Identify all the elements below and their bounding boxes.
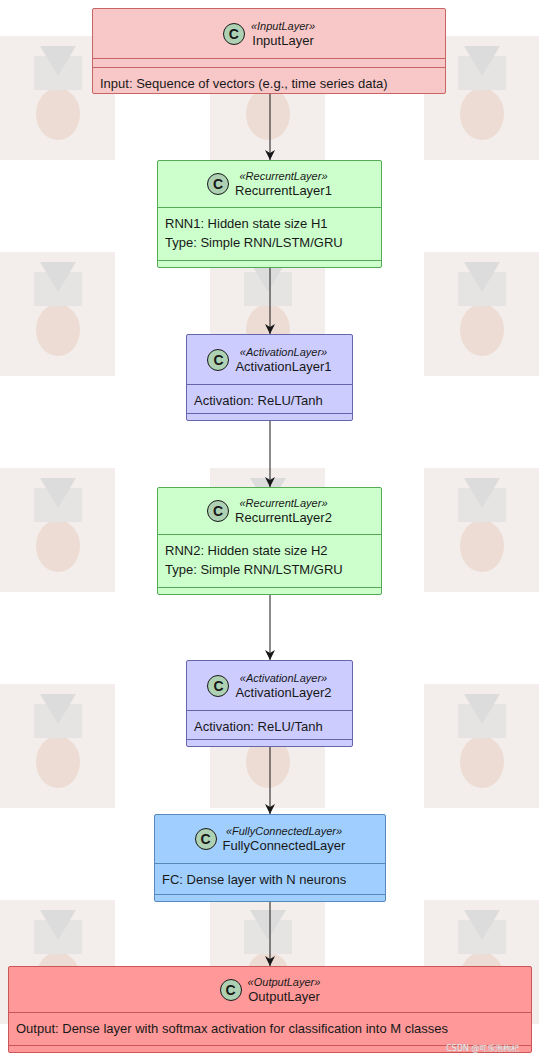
recurrent-layer-box: C «RecurrentLayer»RecurrentLayer1RNN1: Hi… [157, 160, 382, 268]
class-header: C «ActivationLayer»ActivationLayer2 [187, 661, 352, 710]
flow-arrow [270, 94, 271, 160]
class-icon: C [207, 675, 229, 697]
class-icon: C [195, 828, 217, 850]
class-section [158, 587, 381, 596]
stereotype: «RecurrentLayer» [239, 496, 327, 510]
class-section [187, 413, 352, 422]
stereotype: «InputLayer» [251, 19, 315, 33]
stereotype: «RecurrentLayer» [239, 169, 327, 183]
class-icon: C [207, 349, 229, 371]
class-attribute: FC: Dense layer with N neurons [162, 870, 385, 889]
fully-connected-box: C «FullyConnectedLayer»FullyConnectedLaye… [154, 814, 386, 902]
class-name: RecurrentLayer1 [235, 183, 332, 199]
class-section [187, 739, 352, 748]
class-section [155, 894, 385, 903]
stereotype: «OutputLayer» [248, 975, 321, 989]
flow-arrow [270, 421, 271, 487]
class-section: Activation: ReLU/Tanh [187, 384, 352, 413]
watermark-text: CSDN @可乐泡枸杞 [446, 1043, 519, 1054]
class-icon: C [207, 173, 229, 195]
flow-arrow [270, 747, 271, 814]
class-name: FullyConnectedLayer [223, 838, 346, 854]
class-header: C «RecurrentLayer»RecurrentLayer2 [158, 488, 381, 534]
class-icon: C [220, 979, 242, 1001]
stereotype: «ActivationLayer» [240, 345, 327, 359]
class-names: «FullyConnectedLayer»FullyConnectedLayer [223, 824, 346, 854]
input-layer-box: C «InputLayer»InputLayerInput: Sequence o… [92, 8, 446, 94]
class-section: Input: Sequence of vectors (e.g., time s… [93, 67, 445, 95]
class-section: Output: Dense layer with softmax activat… [9, 1012, 531, 1045]
class-name: ActivationLayer2 [235, 685, 331, 701]
activation-layer-box: C«ActivationLayer»ActivationLayer2Activa… [186, 660, 353, 747]
class-section: FC: Dense layer with N neurons [155, 863, 385, 894]
class-name: OutputLayer [248, 989, 320, 1005]
activation-layer-box: C«ActivationLayer»ActivationLayer1Activa… [186, 334, 353, 421]
class-icon: C [223, 23, 245, 45]
class-header: C «InputLayer»InputLayer [93, 9, 445, 58]
class-name: ActivationLayer1 [235, 359, 331, 375]
class-attribute: Activation: ReLU/Tanh [194, 391, 352, 410]
stereotype: «FullyConnectedLayer» [226, 824, 342, 838]
class-attribute: RNN2: Hidden state size H2 [165, 541, 381, 560]
class-attribute: Input: Sequence of vectors (e.g., time s… [100, 74, 445, 93]
class-section: RNN1: Hidden state size H1Type: Simple R… [158, 207, 381, 260]
recurrent-layer-box: C «RecurrentLayer»RecurrentLayer2RNN2: Hi… [157, 487, 382, 595]
stereotype: «ActivationLayer» [240, 671, 327, 685]
class-header: C «OutputLayer»OutputLayer [9, 967, 531, 1012]
class-names: «RecurrentLayer»RecurrentLayer1 [235, 169, 332, 199]
class-attribute: Type: Simple RNN/LSTM/GRU [165, 560, 381, 579]
class-attribute: Output: Dense layer with softmax activat… [16, 1019, 531, 1038]
class-names: «ActivationLayer»ActivationLayer1 [235, 345, 331, 375]
flow-arrow [270, 595, 271, 660]
class-names: «RecurrentLayer»RecurrentLayer2 [235, 496, 332, 526]
class-section [93, 58, 445, 67]
class-attribute: RNN1: Hidden state size H1 [165, 214, 381, 233]
flow-arrow [270, 902, 271, 966]
class-name: RecurrentLayer2 [235, 510, 332, 526]
flow-arrow [270, 268, 271, 334]
class-name: InputLayer [252, 33, 313, 49]
class-section [158, 260, 381, 269]
class-section: RNN2: Hidden state size H2Type: Simple R… [158, 534, 381, 587]
class-attribute: Activation: ReLU/Tanh [194, 717, 352, 736]
class-header: C «RecurrentLayer»RecurrentLayer1 [158, 161, 381, 207]
class-names: «OutputLayer»OutputLayer [248, 975, 321, 1005]
class-attribute: Type: Simple RNN/LSTM/GRU [165, 233, 381, 252]
class-header: C «FullyConnectedLayer»FullyConnectedLaye… [155, 815, 385, 863]
class-section: Activation: ReLU/Tanh [187, 710, 352, 739]
class-icon: C [207, 500, 229, 522]
class-names: «ActivationLayer»ActivationLayer2 [235, 671, 331, 701]
output-layer-box: C «OutputLayer»OutputLayerOutput: Dense l… [8, 966, 532, 1053]
class-header: C «ActivationLayer»ActivationLayer1 [187, 335, 352, 384]
class-names: «InputLayer»InputLayer [251, 19, 315, 49]
